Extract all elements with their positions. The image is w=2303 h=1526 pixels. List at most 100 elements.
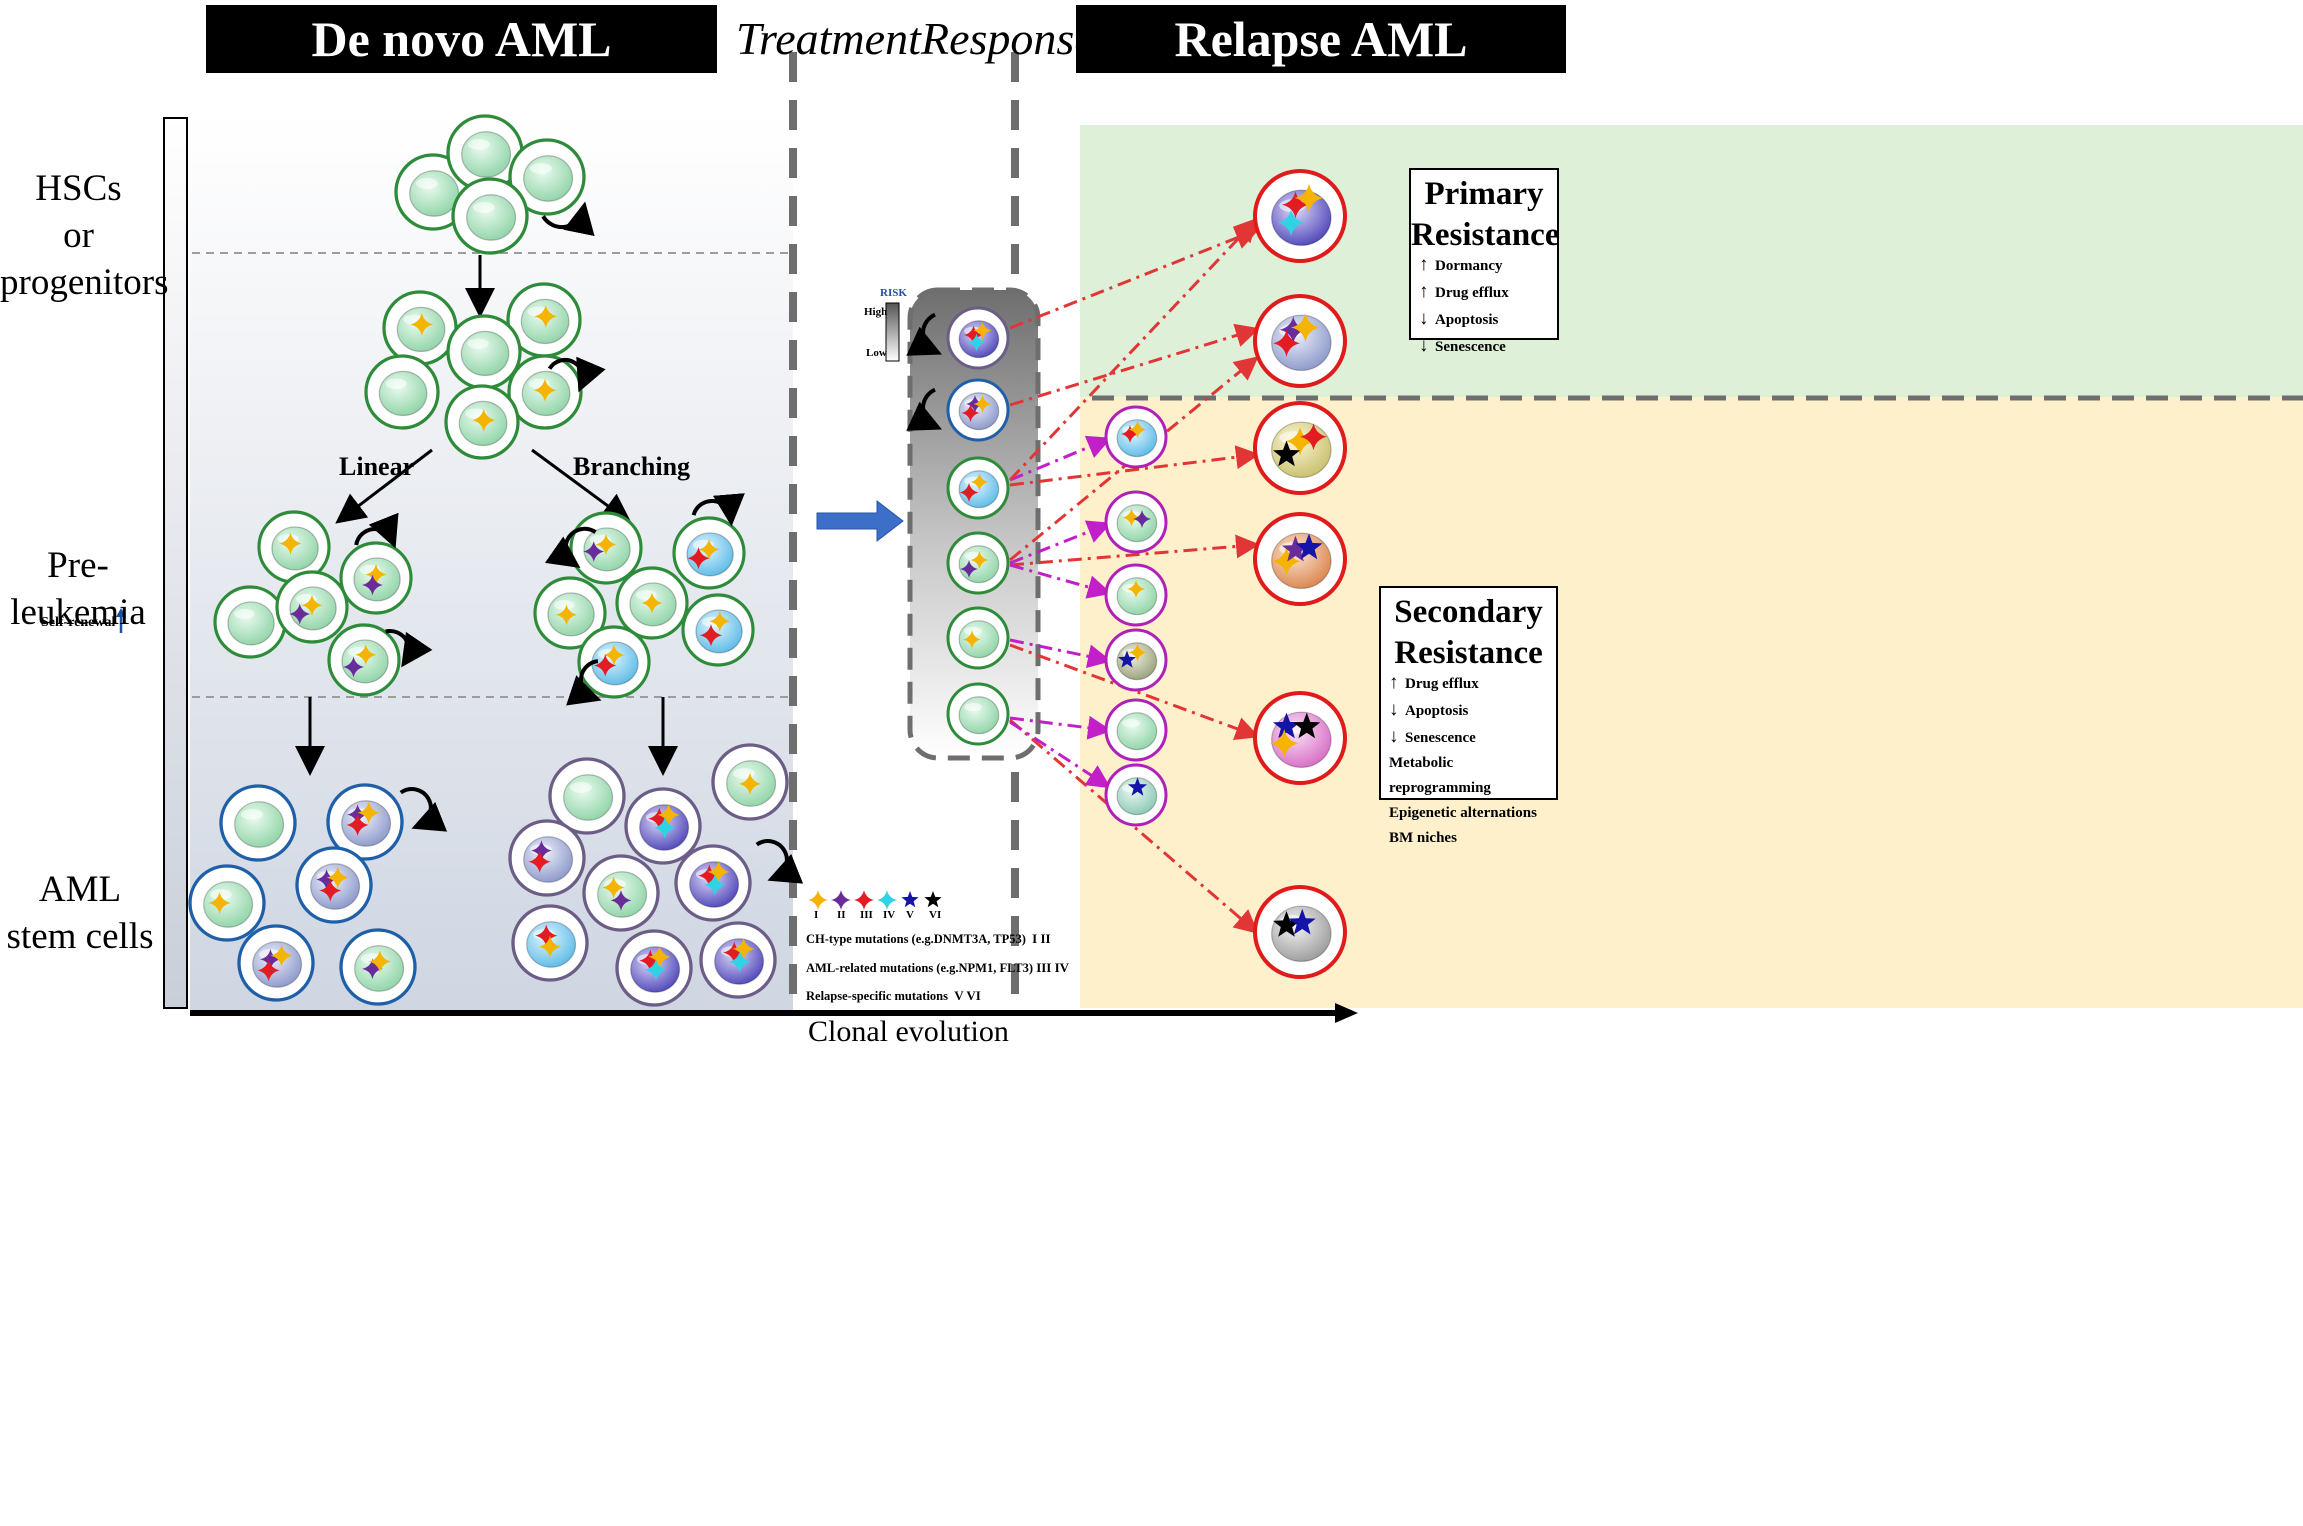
mutation-marker-I	[970, 473, 989, 491]
mutation-marker-II	[960, 560, 978, 578]
resistance-factor: Dormancy	[1435, 258, 1503, 274]
legend-roman-II: II	[837, 909, 846, 921]
pre-leukemia-cell	[275, 570, 349, 644]
mutation-marker-III	[1273, 329, 1300, 357]
mutation-marker-III	[698, 864, 721, 887]
mutation-marker-III	[639, 949, 662, 972]
mutation-marker-III	[687, 547, 710, 570]
mutation-marker-I	[709, 610, 731, 632]
aml-stem-cell	[508, 819, 586, 897]
mutation-marker-II	[260, 948, 281, 970]
secondary-resistance-item: ↓Senescence	[1389, 724, 1556, 751]
resistance-factor: Epigenetic alternations	[1389, 805, 1537, 821]
resistance-factor: Senescence	[1405, 730, 1476, 746]
response-self-renewal-arrow	[906, 312, 942, 356]
relapse-cell	[1252, 293, 1348, 389]
trend-arrow: ↓	[1419, 335, 1429, 356]
mutation-star-II	[1282, 535, 1309, 562]
stage-pre-leukemia-label: Pre-leukemia	[10, 545, 146, 633]
mutation-marker-IV	[644, 958, 667, 981]
mutation-star-V	[1288, 908, 1316, 935]
stage-hsc-label: HSCs or progenitors	[0, 168, 169, 303]
relapse-cell	[1252, 400, 1348, 496]
trend-arrow: ↑	[1419, 254, 1429, 275]
primary-resistance-item: ↓Senescence	[1419, 333, 1557, 360]
clonal-path-arrow	[1008, 217, 1259, 482]
mutation-marker-I	[1272, 546, 1301, 576]
mutation-marker-I	[707, 860, 730, 883]
mutation-marker-I	[534, 304, 558, 328]
response-cell	[946, 531, 1010, 595]
mutation-marker-III	[319, 879, 342, 902]
resistance-factor: Metabolic reprogramming	[1389, 755, 1491, 796]
mutation-marker-I	[357, 801, 380, 824]
mutation-marker-I	[1122, 508, 1141, 527]
clone-cell	[507, 354, 583, 430]
risk-bar	[885, 302, 900, 362]
relapse-header: Relapse AML	[1076, 5, 1566, 73]
mutation-star-VI	[1273, 911, 1300, 937]
legend-roman-VI: VI	[929, 909, 942, 921]
resistance-factor: Apoptosis	[1405, 703, 1469, 719]
secondary-resistance-item: Epigenetic alternations	[1389, 801, 1556, 826]
clone-cell	[444, 384, 520, 460]
secondary-title-2: Resistance	[1394, 635, 1543, 671]
mutation-marker-I	[326, 866, 349, 889]
legend-roman-IV: IV	[883, 909, 896, 921]
risk-title: RISK	[880, 287, 907, 299]
relapse-cell	[1252, 168, 1348, 264]
mutation-marker-II	[1133, 510, 1151, 528]
mutation-marker-IV	[653, 816, 676, 839]
mutation-marker-III	[699, 624, 723, 647]
branch-cell	[681, 593, 755, 667]
trend-arrow: ↑	[1389, 672, 1399, 693]
relapse-intermediate-cell	[1104, 490, 1168, 554]
mutation-marker-IV	[728, 950, 751, 973]
mutation-marker-II	[343, 656, 364, 678]
mutation-marker-II	[362, 574, 383, 596]
clonal-path-arrow	[1009, 323, 1260, 407]
mutation-star-VI	[1273, 440, 1300, 467]
mutation-marker-I	[1128, 643, 1147, 662]
clonal-path-arrow	[1009, 520, 1112, 565]
response-cell	[946, 606, 1010, 670]
aml-self-renewal-arrow	[399, 787, 448, 832]
mutation-marker-III	[963, 325, 984, 345]
aml-stem-cell	[674, 844, 752, 922]
response-label: Response	[921, 13, 1095, 64]
clonal-path-arrow	[1009, 534, 1260, 567]
mutation-marker-I	[279, 532, 302, 555]
aml-stem-cell	[624, 787, 702, 865]
mutation-marker-I	[1285, 426, 1315, 456]
response-self-renewal-arrow	[906, 387, 942, 431]
hsc-self-renewal-arrow	[541, 201, 595, 237]
mutation-marker-I	[657, 803, 680, 826]
pre-leukemia-cell	[213, 585, 287, 659]
pre-leukemia-cell	[339, 541, 413, 615]
hsc-cell	[508, 138, 586, 216]
mutation-marker-I	[208, 891, 231, 915]
relapse-intermediate-cell	[1104, 698, 1168, 762]
resistance-factor: Drug efflux	[1405, 676, 1479, 692]
clone-cell	[382, 290, 458, 366]
branch-self-renewal-arrow	[566, 659, 602, 706]
legend-aml-related: AML-related mutations (e.g.NPM1, FLT3) I…	[806, 960, 1070, 975]
mutation-marker-IV	[703, 873, 726, 896]
linear-self-renewal-arrow	[354, 512, 399, 549]
legend-ch-type: CH-type mutations (e.g.DNMT3A, TP53) I I…	[806, 931, 1051, 946]
linear-self-renewal-arrow	[385, 629, 433, 668]
mutation-marker-I	[732, 937, 755, 960]
relapse-intermediate-cell	[1104, 628, 1168, 692]
self-renewal-label: Self-renewal	[41, 615, 116, 630]
mutation-marker-I	[963, 630, 981, 649]
resistance-factor: Drug efflux	[1435, 285, 1509, 301]
mutation-marker-I	[1269, 729, 1299, 758]
response-cell	[946, 682, 1010, 746]
clonal-path-arrow	[1009, 643, 1260, 741]
hsc-cell	[394, 153, 472, 231]
relapse-cell	[1252, 884, 1348, 980]
mutation-marker-I	[698, 539, 720, 560]
clonal-path-arrow	[1009, 445, 1260, 487]
relapse-intermediate-cell	[1104, 563, 1168, 627]
legend-star-V	[901, 891, 919, 908]
